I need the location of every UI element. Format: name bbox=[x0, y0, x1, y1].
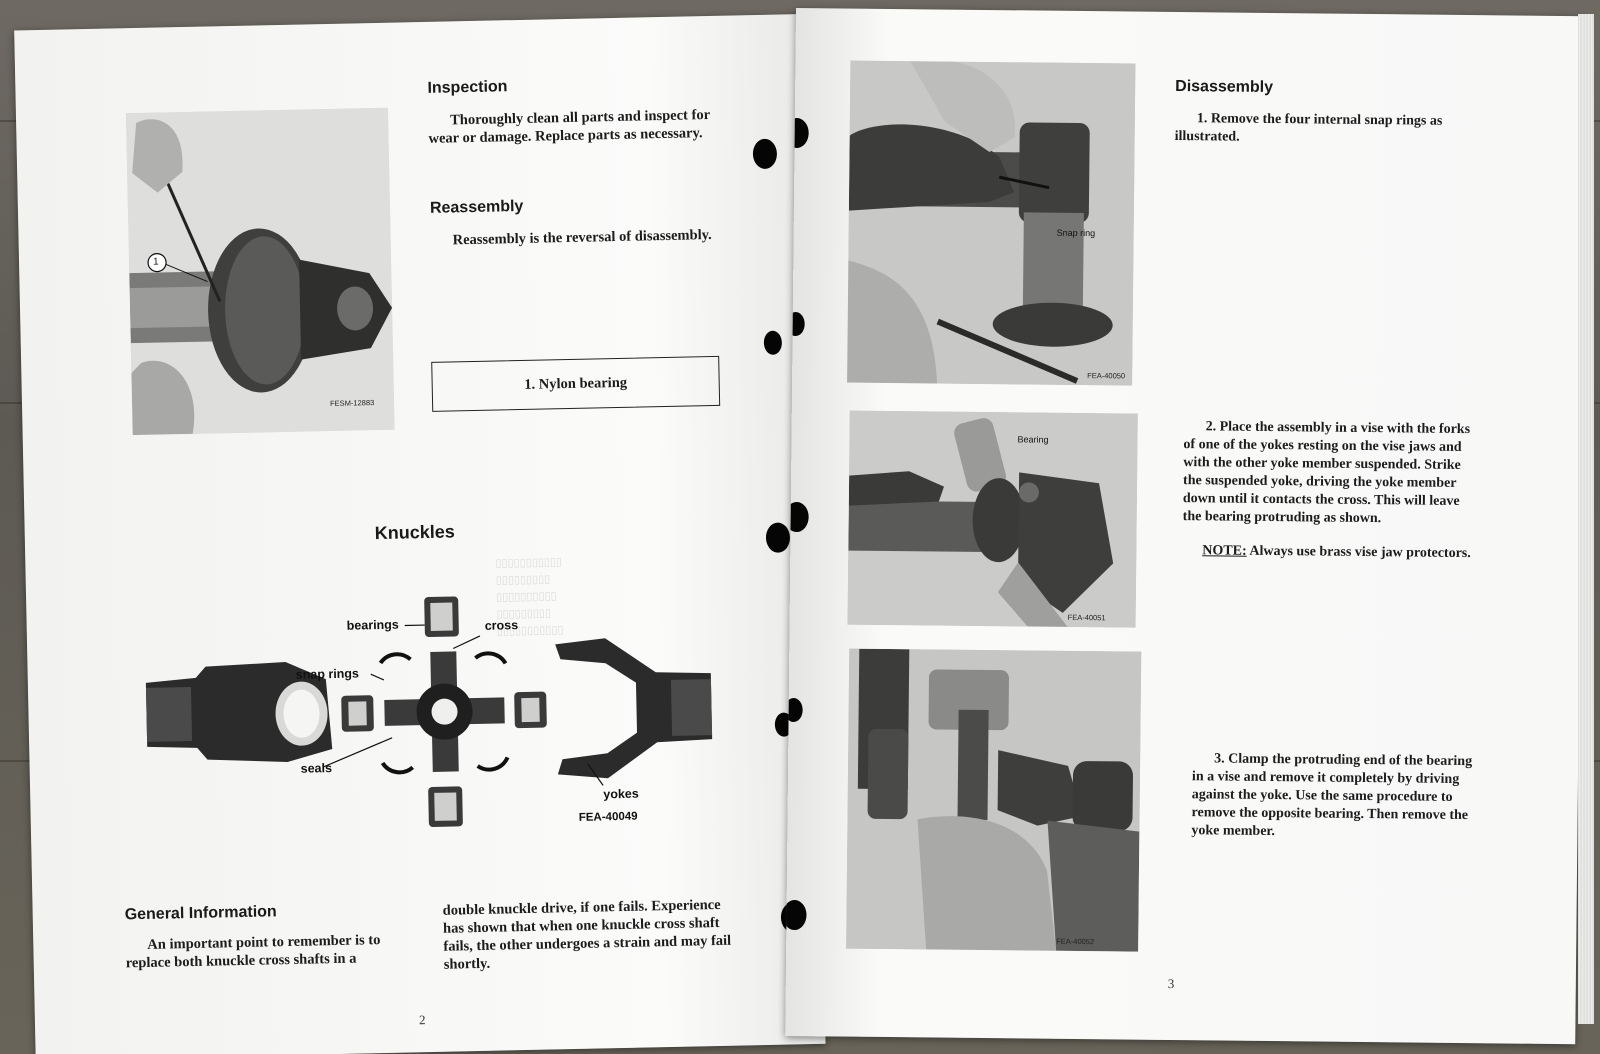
figure-code: FEA-40050 bbox=[1087, 371, 1126, 381]
page-number: 2 bbox=[418, 1012, 426, 1028]
callout-number: 1 bbox=[152, 256, 159, 268]
photo-label: Bearing bbox=[1017, 434, 1049, 445]
reassembly-heading: Reassembly bbox=[429, 197, 524, 217]
label-cross: cross bbox=[484, 618, 519, 633]
binder-hole bbox=[765, 522, 791, 553]
disassembly-step-2-block: 2. Place the assembly in a vise with the… bbox=[1182, 418, 1473, 563]
disassembly-step-3-block: 3. Clamp the protruding end of the beari… bbox=[1191, 750, 1472, 843]
general-information-heading: General Information bbox=[124, 903, 277, 924]
label-snap-rings: snap rings bbox=[295, 666, 360, 682]
reassembly-section: Reassembly Reassembly is the reversal of… bbox=[430, 194, 731, 250]
page-stack-edge bbox=[1578, 14, 1594, 1024]
binder-hole bbox=[752, 138, 778, 170]
legend-text: 1. Nylon bearing bbox=[524, 374, 628, 393]
bearing-protruding-photo: Bearing FEA-40051 bbox=[847, 410, 1138, 628]
vise-clamp-photo: FEA-40052 bbox=[846, 648, 1142, 952]
binder-hole bbox=[785, 697, 803, 723]
disassembly-heading: Disassembly bbox=[1175, 77, 1274, 96]
inspection-section: Inspection Thoroughly clean all parts an… bbox=[427, 74, 728, 148]
snap-ring-removal-photo: Snap ring FEA-40050 bbox=[847, 60, 1136, 386]
general-information-text: An important point to remember is to rep… bbox=[125, 932, 381, 972]
label-bearings: bearings bbox=[346, 617, 399, 633]
disassembly-step-2: 2. Place the assembly in a vise with the… bbox=[1182, 419, 1471, 527]
binder-hole bbox=[763, 330, 783, 355]
knuckle-exploded-diagram: bearings cross snap rings seals yokes FE… bbox=[134, 581, 719, 843]
binder-hole bbox=[785, 899, 807, 931]
disassembly-section: Disassembly 1. Remove the four internal … bbox=[1175, 78, 1476, 149]
nylon-bearing-photo: 1 FESM-12883 bbox=[125, 107, 395, 436]
disassembly-step-3: 3. Clamp the protruding end of the beari… bbox=[1191, 751, 1473, 840]
note: NOTE: Always use brass vise jaw protecto… bbox=[1182, 542, 1472, 563]
reassembly-text: Reassembly is the reversal of disassembl… bbox=[452, 226, 712, 249]
general-information-col2: double knuckle drive, if one fails. Expe… bbox=[443, 895, 744, 973]
page-number: 3 bbox=[1167, 975, 1175, 992]
note-text: Always use brass vise jaw protectors. bbox=[1249, 543, 1471, 562]
manual-page-left: 1 FESM-12883 Inspection Thoroughly clean… bbox=[14, 14, 826, 1054]
label-yokes: yokes bbox=[603, 786, 639, 802]
note-label: NOTE: bbox=[1202, 543, 1247, 559]
label-seals: seals bbox=[300, 761, 333, 776]
figure-code: FESM-12883 bbox=[329, 398, 375, 409]
inspection-text: Thoroughly clean all parts and inspect f… bbox=[428, 106, 710, 147]
knuckles-heading: Knuckles bbox=[374, 521, 456, 544]
figure-legend-box: 1. Nylon bearing bbox=[431, 355, 721, 412]
general-information-text-continued: double knuckle drive, if one fails. Expe… bbox=[442, 896, 732, 973]
disassembly-step-1: 1. Remove the four internal snap rings a… bbox=[1174, 111, 1443, 145]
figure-code: FEA-40052 bbox=[1056, 936, 1095, 947]
manual-page-right: Snap ring FEA-40050 Bearing FEA-40051 bbox=[785, 8, 1586, 1045]
general-information-section: General Information An important point t… bbox=[125, 900, 416, 972]
figure-code: FEA-40051 bbox=[1067, 612, 1106, 623]
inspection-heading: Inspection bbox=[427, 78, 508, 97]
photo-label: Snap ring bbox=[1056, 227, 1096, 239]
figure-code: FEA-40049 bbox=[578, 810, 638, 824]
